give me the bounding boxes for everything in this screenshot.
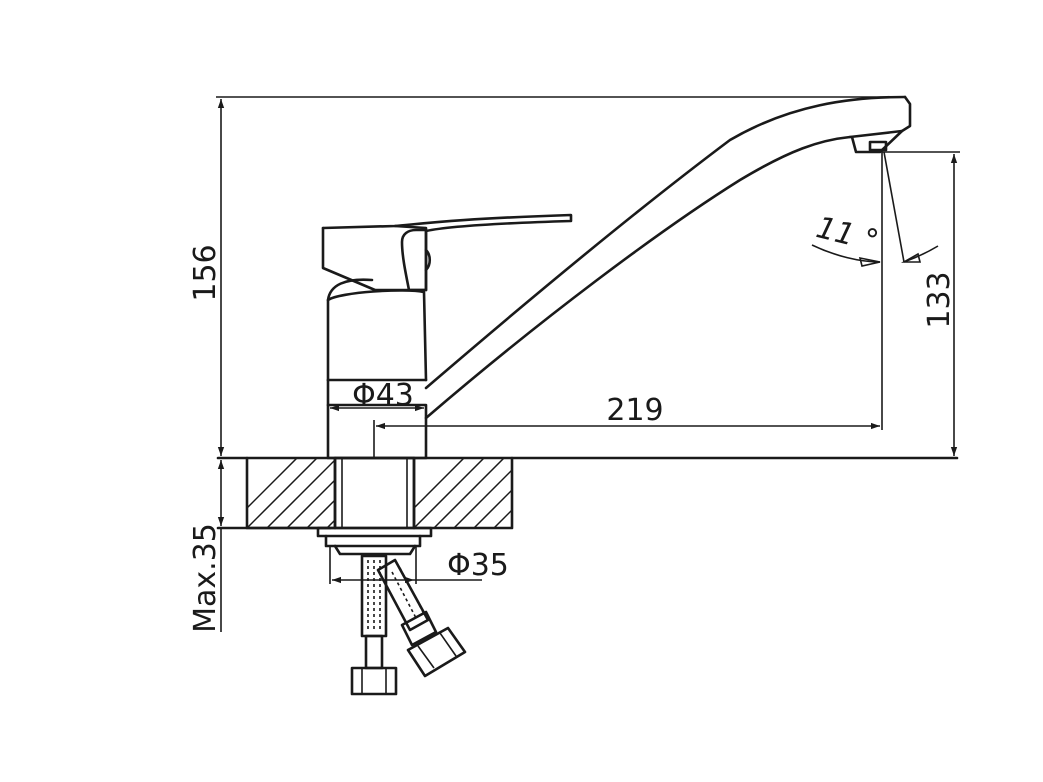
dim-deck-thickness: Max.35 [188,460,225,633]
dim-total-height: 156 [188,96,905,456]
dim-outlet-height-label: 133 [922,271,957,328]
dim-outlet-height: 133 [882,151,960,456]
dim-spout-reach: 219 [373,152,883,458]
mounting-assembly [316,456,433,556]
aerator [868,140,888,152]
dim-total-height-label: 156 [188,244,223,301]
dim-mount-diameter-label: Φ35 [447,548,509,583]
spout [424,95,912,420]
shank [333,456,416,530]
faucet-body [326,278,428,460]
dim-body-diameter-label: Φ43 [352,378,414,413]
dim-deck-thickness-label: Max.35 [188,523,223,633]
washer [316,526,433,538]
lever-handle [321,213,573,292]
hose-angled [376,558,430,632]
nut-angled [406,626,467,678]
nut-straight [350,666,398,696]
dim-spout-angle-label: 11 ° [813,210,882,259]
dim-mount-diameter: Φ35 [329,546,509,584]
dim-spout-reach-label: 219 [606,393,663,428]
countertop-section [216,456,959,530]
dim-spout-angle: 11 ° [811,151,939,267]
deck-hatch-right [414,458,512,528]
dim-body-diameter: Φ43 [330,378,424,413]
deck-hatch-left [247,458,335,528]
